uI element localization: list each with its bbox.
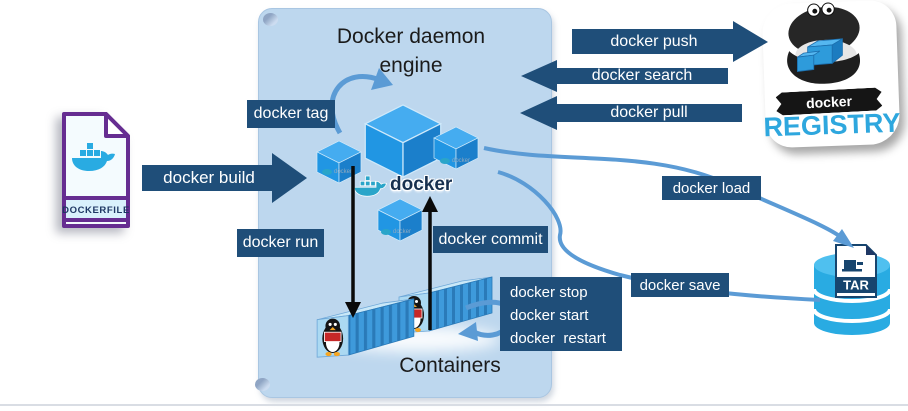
docker-load-label: docker load [662, 176, 761, 200]
penguin-icon [322, 318, 344, 357]
mini-whale-icon [322, 169, 332, 175]
image-cube-left-icon [316, 140, 362, 184]
page-curl-bottom-icon [255, 378, 270, 391]
registry-ribbon-text: docker [805, 92, 853, 111]
docker-save-text: docker save [639, 276, 721, 294]
docker-logo: docker [352, 173, 452, 197]
docker-commit-text: docker commit [438, 230, 543, 248]
whale-icon [72, 143, 115, 171]
tar-document-icon: TAR [835, 244, 877, 298]
bottom-divider [0, 404, 908, 406]
docker-whale-icon [353, 175, 387, 197]
docker-tag-text: docker tag [253, 105, 329, 122]
dockerfile-svg: DOCKERFILE [62, 112, 130, 228]
docker-run-text: docker run [242, 234, 319, 251]
cube-caption-right: docker [440, 157, 470, 164]
docker-stop-start-restart-label: docker stop docker start docker restart [500, 277, 622, 351]
image-cube-bottom-icon [377, 198, 423, 242]
mini-whale-icon [381, 229, 391, 235]
docker-pull-text: docker pull [610, 104, 688, 121]
cube-caption-text: docker [393, 228, 412, 235]
registry-containers-icon [797, 38, 843, 72]
tar-archive-icon: TAR [812, 244, 892, 335]
page-curl-top-icon [263, 13, 278, 26]
docker-save-label: docker save [631, 273, 729, 297]
registry-oyster-icon [787, 2, 861, 84]
panel-title: Docker daemon engine [336, 25, 486, 77]
docker-restart-text: docker restart [510, 330, 606, 347]
cube-caption-text: docker [452, 157, 471, 164]
cube-caption-text: docker [334, 168, 353, 175]
docker-start-text: docker start [510, 307, 589, 324]
docker-stop-text: docker stop [510, 284, 588, 301]
tar-caption: TAR [843, 278, 869, 293]
image-cube-large-icon [363, 104, 443, 179]
containers-caption: Containers [399, 354, 501, 377]
docker-logo-text: docker [390, 174, 453, 195]
docker-tag-label: docker tag [247, 100, 335, 128]
docker-registry-logo: docker REGISTRY [756, 0, 908, 152]
cube-caption-left: docker [322, 168, 352, 175]
docker-search-text: docker search [591, 67, 693, 84]
dockerfile-caption: DOCKERFILE [62, 205, 130, 216]
container-left-icon [316, 298, 415, 358]
googly-eyes-icon [807, 2, 835, 17]
dockerfile-icon: DOCKERFILE [56, 110, 136, 235]
image-cube-right-icon [433, 126, 479, 170]
cube-caption-bottom: docker [381, 228, 411, 235]
mini-whale-icon [440, 158, 450, 164]
docker-run-label: docker run [237, 229, 324, 257]
docker-load-text: docker load [672, 179, 751, 197]
registry-name: REGISTRY [762, 107, 901, 143]
docker-commit-label: docker commit [433, 226, 548, 253]
docker-push-text: docker push [610, 33, 698, 50]
docker-build-text: docker build [163, 168, 255, 187]
